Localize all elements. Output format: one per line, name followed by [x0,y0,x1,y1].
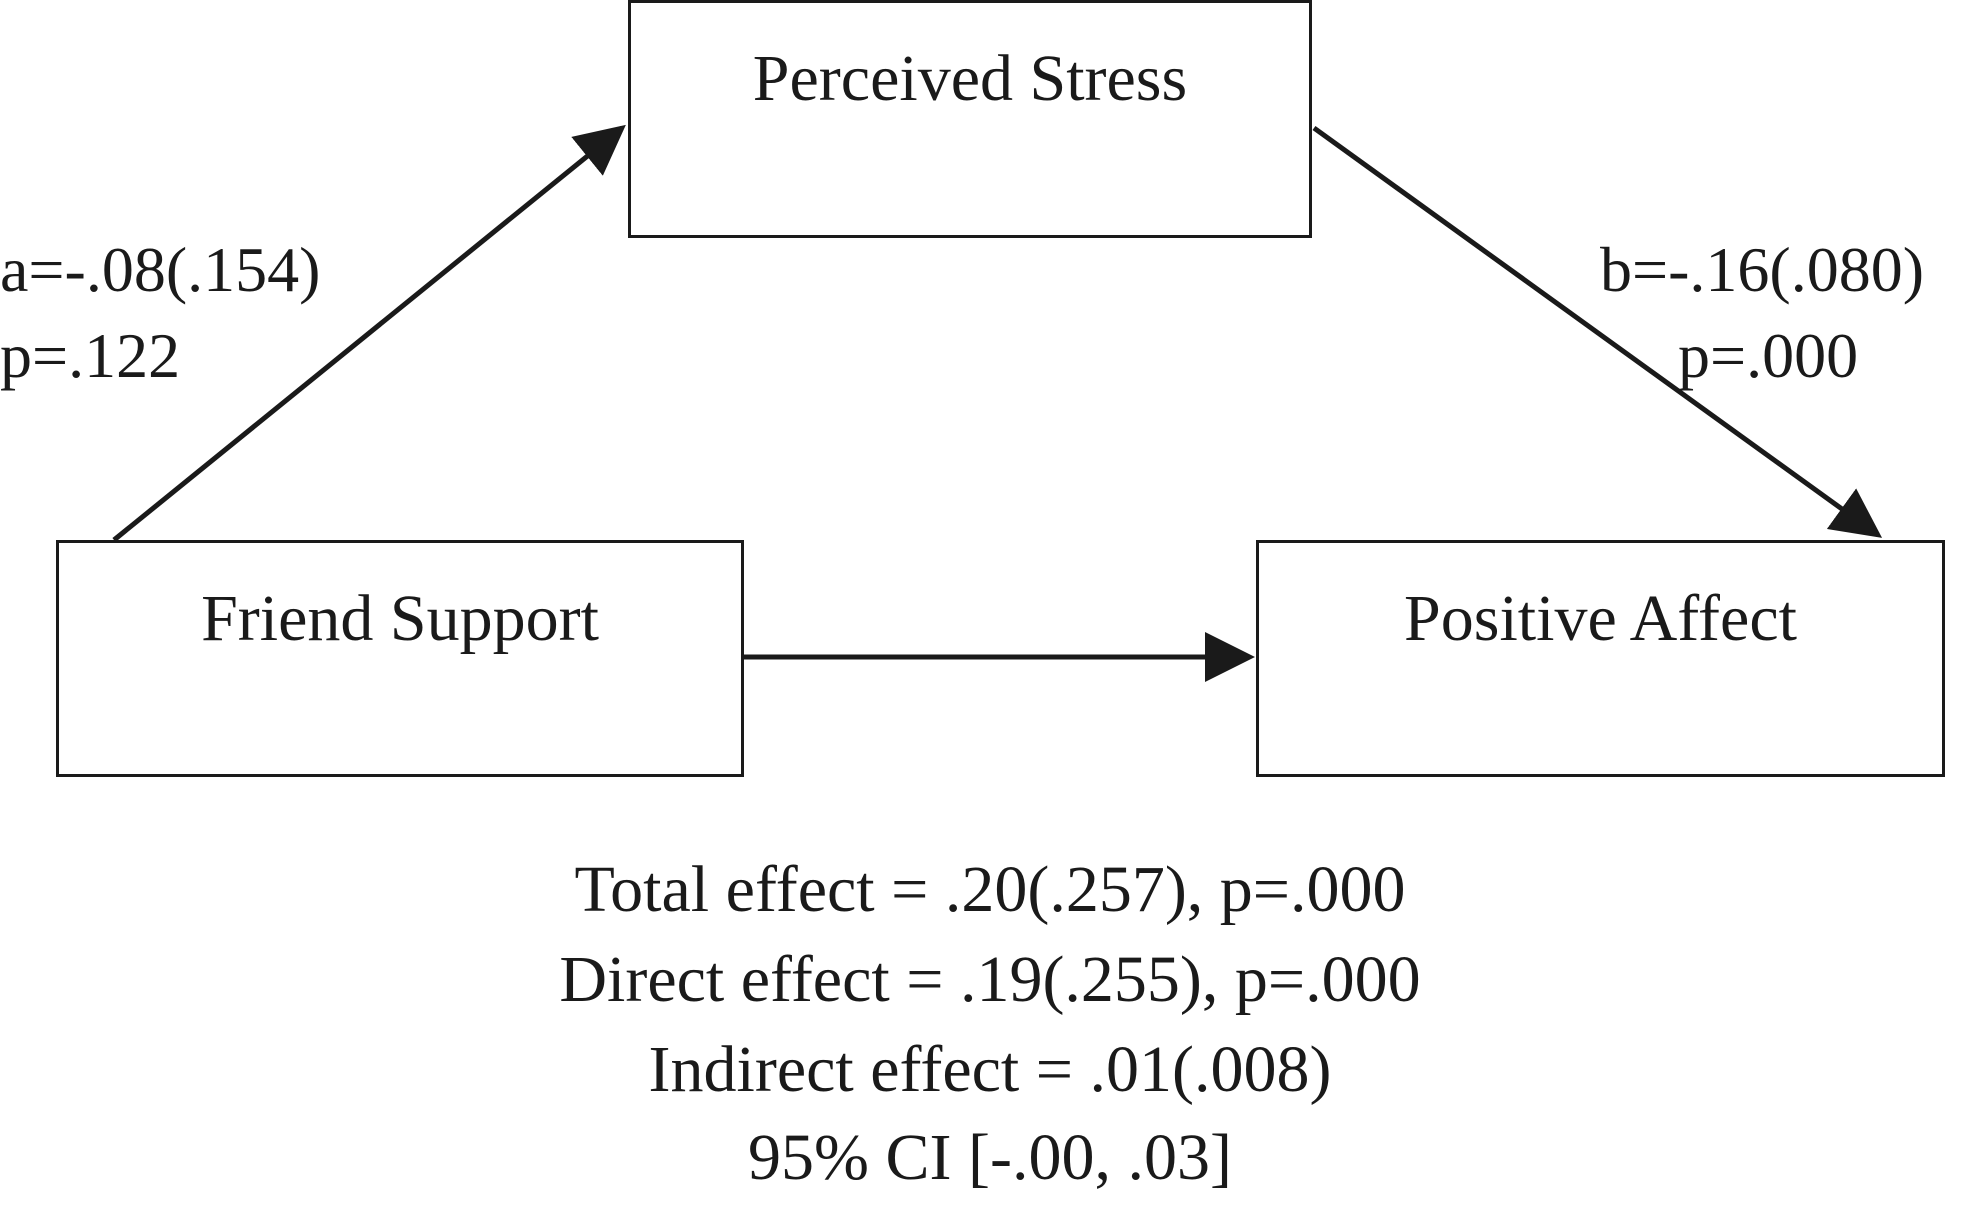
mediator-label: Perceived Stress [752,42,1188,115]
mediator-box: Perceived Stress [628,0,1312,238]
confidence-interval-text: 95% CI [-.00, .03] [748,1121,1232,1194]
predictor-box: Friend Support [56,540,744,777]
path-b-coefficient: b=-.16(.080) [1600,234,1925,305]
path-b-arrow [1312,125,1883,538]
indirect-effect-text: Indirect effect = .01(.008) [648,1033,1332,1106]
outcome-label: Positive Affect [1404,582,1797,655]
path-a-p-value: p=.122 [0,320,181,391]
path-a-coefficient: a=-.08(.154) [0,234,321,305]
path-b-p-value: p=.000 [1678,320,1859,391]
predictor-label: Friend Support [201,582,599,655]
outcome-box: Positive Affect [1256,540,1945,777]
total-effect-text: Total effect = .20(.257), p=.000 [574,853,1406,926]
direct-effect-text: Direct effect = .19(.255), p=.000 [559,943,1421,1016]
path-a-arrow [112,124,626,542]
